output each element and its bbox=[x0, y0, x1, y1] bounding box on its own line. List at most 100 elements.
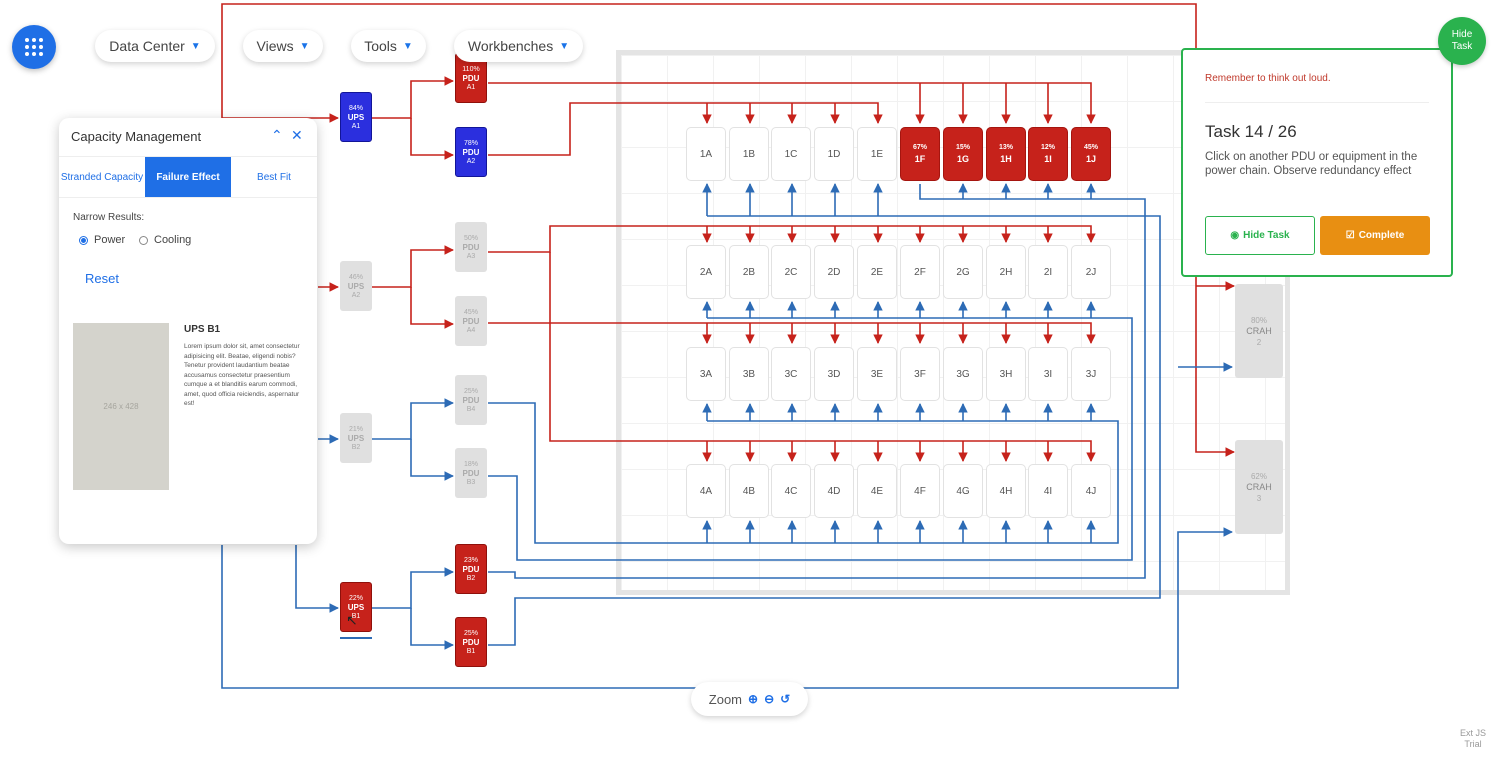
pdu-a4-id: A4 bbox=[466, 326, 476, 334]
rack-id: 3J bbox=[1085, 368, 1097, 380]
pdu-b2[interactable]: 23% PDU B2 bbox=[455, 544, 487, 594]
rack-1h[interactable]: 13%1H bbox=[986, 127, 1026, 181]
views-label: Views bbox=[256, 38, 294, 54]
rack-1d[interactable]: 1D bbox=[814, 127, 854, 181]
rack-3d[interactable]: 3D bbox=[814, 347, 854, 401]
rack-id: 2G bbox=[956, 266, 970, 278]
divider bbox=[1205, 102, 1429, 103]
rack-3h[interactable]: 3H bbox=[986, 347, 1026, 401]
rack-2a[interactable]: 2A bbox=[686, 245, 726, 299]
reset-link[interactable]: Reset bbox=[85, 271, 119, 286]
zoom-in-icon[interactable]: ⊕ bbox=[748, 692, 759, 706]
crah-2[interactable]: 80% CRAH 2 bbox=[1235, 284, 1283, 378]
views-menu[interactable]: Views▼ bbox=[243, 30, 323, 62]
pdu-a1-id: A1 bbox=[466, 83, 476, 91]
rack-2h[interactable]: 2H bbox=[986, 245, 1026, 299]
rack-2i[interactable]: 2I bbox=[1028, 245, 1068, 299]
rack-2g[interactable]: 2G bbox=[943, 245, 983, 299]
rack-3c[interactable]: 3C bbox=[771, 347, 811, 401]
rack-id: 3A bbox=[699, 368, 713, 380]
rack-4a[interactable]: 4A bbox=[686, 464, 726, 518]
workbenches-menu[interactable]: Workbenches▼ bbox=[454, 30, 583, 62]
rack-1a[interactable]: 1A bbox=[686, 127, 726, 181]
rack-id: 4I bbox=[1043, 485, 1053, 497]
rack-id: 2D bbox=[827, 266, 841, 278]
rack-id: 1A bbox=[699, 148, 713, 160]
crah-2-type: CRAH bbox=[1246, 325, 1272, 336]
pdu-b3[interactable]: 18% PDU B3 bbox=[455, 448, 487, 498]
rack-id: 4E bbox=[870, 485, 884, 497]
rack-1i[interactable]: 12%1I bbox=[1028, 127, 1068, 181]
pdu-b4-type: PDU bbox=[462, 395, 480, 405]
rack-3f[interactable]: 3F bbox=[900, 347, 940, 401]
complete-button[interactable]: ☑ Complete bbox=[1320, 216, 1430, 255]
pdu-a2[interactable]: 78% PDU A2 bbox=[455, 127, 487, 177]
rack-id: 3H bbox=[999, 368, 1013, 380]
tools-menu[interactable]: Tools▼ bbox=[351, 30, 426, 62]
rack-3i[interactable]: 3I bbox=[1028, 347, 1068, 401]
rack-4j[interactable]: 4J bbox=[1071, 464, 1111, 518]
pdu-a2-type: PDU bbox=[462, 147, 480, 157]
pdu-a1-load: 110% bbox=[462, 65, 480, 73]
ups-a2[interactable]: 46% UPS A2 bbox=[340, 261, 372, 311]
data-center-menu[interactable]: Data Center▼ bbox=[95, 30, 215, 62]
rack-4d[interactable]: 4D bbox=[814, 464, 854, 518]
rack-2j[interactable]: 2J bbox=[1071, 245, 1111, 299]
crah-3[interactable]: 62% CRAH 3 bbox=[1235, 440, 1283, 534]
apps-menu-button[interactable] bbox=[12, 25, 56, 69]
ups-a1[interactable]: 84% UPS A1 bbox=[340, 92, 372, 142]
pdu-a3-type: PDU bbox=[462, 242, 480, 252]
pdu-a3[interactable]: 50% PDU A3 bbox=[455, 222, 487, 272]
detail-text: Lorem ipsum dolor sit, amet consectetur … bbox=[184, 343, 300, 407]
tab-stranded-capacity[interactable]: Stranded Capacity bbox=[60, 171, 144, 183]
rack-4c[interactable]: 4C bbox=[771, 464, 811, 518]
power-radio[interactable]: Power bbox=[79, 234, 125, 246]
rack-3e[interactable]: 3E bbox=[857, 347, 897, 401]
chevron-up-icon[interactable]: ⌃ bbox=[271, 127, 283, 143]
rack-id: 4J bbox=[1085, 485, 1097, 497]
radio-checked[interactable] bbox=[79, 235, 88, 245]
rack-3j[interactable]: 3J bbox=[1071, 347, 1111, 401]
hide-task-label: Hide Task bbox=[1243, 230, 1290, 241]
rack-id: 4D bbox=[827, 485, 841, 497]
rack-1c[interactable]: 1C bbox=[771, 127, 811, 181]
close-icon[interactable]: ✕ bbox=[291, 127, 303, 143]
rack-4b[interactable]: 4B bbox=[729, 464, 769, 518]
rack-id: 2B bbox=[742, 266, 756, 278]
rack-2b[interactable]: 2B bbox=[729, 245, 769, 299]
rack-4i[interactable]: 4I bbox=[1028, 464, 1068, 518]
ups-b2[interactable]: 21% UPS B2 bbox=[340, 413, 372, 463]
mouse-cursor: ↖ bbox=[346, 612, 358, 628]
rack-4g[interactable]: 4G bbox=[943, 464, 983, 518]
rack-1g[interactable]: 15%1G bbox=[943, 127, 983, 181]
tab-failure-effect[interactable]: Failure Effect bbox=[145, 157, 231, 197]
radio-unchecked[interactable] bbox=[139, 235, 148, 245]
rack-2e[interactable]: 2E bbox=[857, 245, 897, 299]
rack-id: 1E bbox=[870, 148, 884, 160]
rack-4h[interactable]: 4H bbox=[986, 464, 1026, 518]
rack-3a[interactable]: 3A bbox=[686, 347, 726, 401]
rack-1e[interactable]: 1E bbox=[857, 127, 897, 181]
zoom-reset-icon[interactable]: ↺ bbox=[780, 692, 791, 706]
rack-3g[interactable]: 3G bbox=[943, 347, 983, 401]
cooling-radio[interactable]: Cooling bbox=[139, 234, 191, 246]
zoom-toolbar: Zoom ⊕ ⊖ ↺ bbox=[691, 682, 808, 716]
pdu-b4[interactable]: 25% PDU B4 bbox=[455, 375, 487, 425]
rack-2c[interactable]: 2C bbox=[771, 245, 811, 299]
rack-2f[interactable]: 2F bbox=[900, 245, 940, 299]
pdu-b1[interactable]: 25% PDU B1 bbox=[455, 617, 487, 667]
rack-1f[interactable]: 67%1F bbox=[900, 127, 940, 181]
rack-3b[interactable]: 3B bbox=[729, 347, 769, 401]
tab-best-fit[interactable]: Best Fit bbox=[257, 171, 291, 183]
hide-task-button[interactable]: ◉ Hide Task bbox=[1205, 216, 1315, 255]
pdu-b4-load: 25% bbox=[463, 387, 478, 395]
ups-b1[interactable]: 22% UPS B1 bbox=[340, 582, 372, 632]
rack-4e[interactable]: 4E bbox=[857, 464, 897, 518]
rack-4f[interactable]: 4F bbox=[900, 464, 940, 518]
rack-2d[interactable]: 2D bbox=[814, 245, 854, 299]
zoom-out-icon[interactable]: ⊖ bbox=[764, 692, 775, 706]
pdu-a4[interactable]: 45% PDU A4 bbox=[455, 296, 487, 346]
rack-1b[interactable]: 1B bbox=[729, 127, 769, 181]
rack-1j[interactable]: 45%1J bbox=[1071, 127, 1111, 181]
